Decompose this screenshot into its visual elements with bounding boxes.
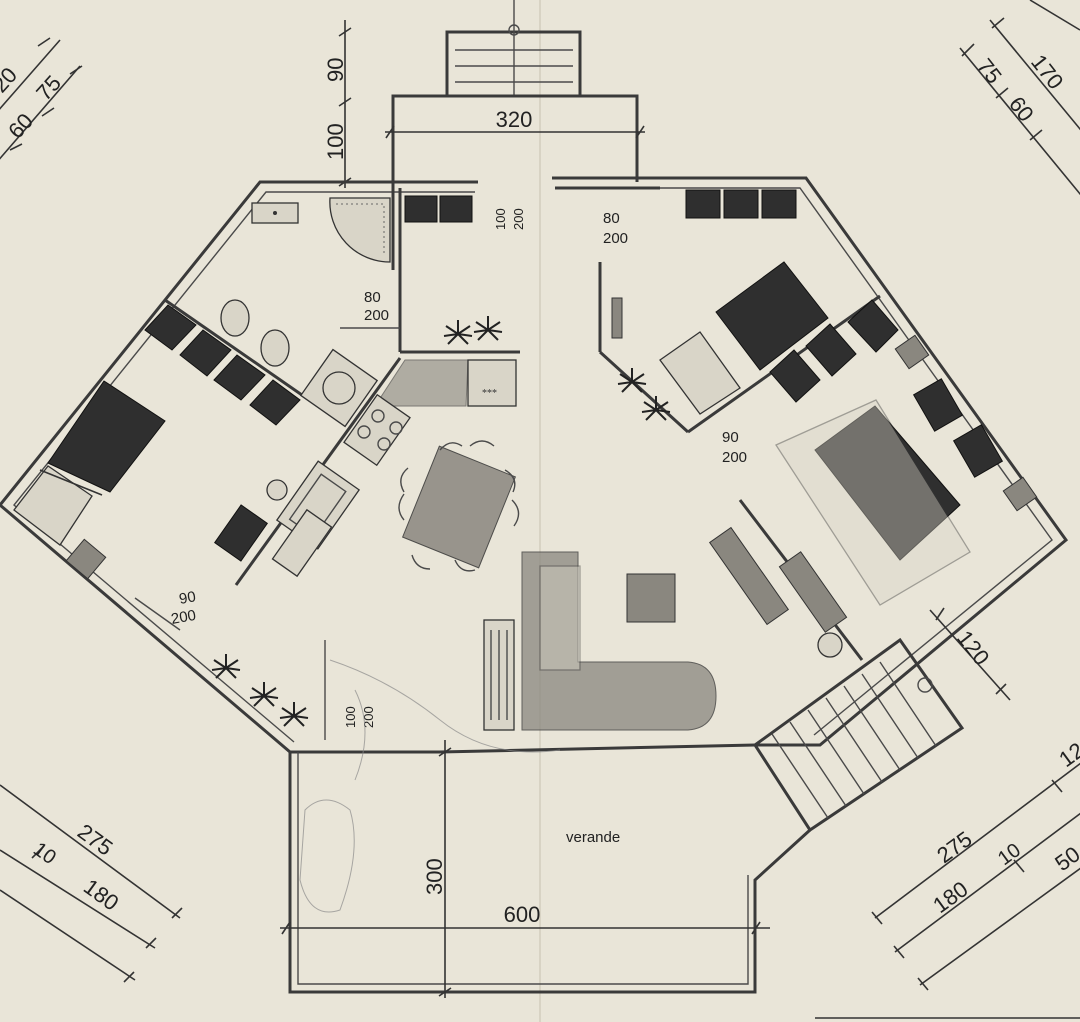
top-vertical-dims: 100 90 bbox=[323, 20, 352, 188]
right-bedroom: 90 200 bbox=[708, 299, 1038, 658]
door-bottom-100: 100 bbox=[343, 706, 358, 728]
door-bath-80: 80 bbox=[364, 289, 381, 306]
top-entrance: 320 bbox=[385, 0, 645, 182]
plant-icon bbox=[211, 316, 671, 727]
right-top-room: 80 200 bbox=[603, 189, 829, 415]
living-room bbox=[483, 551, 717, 731]
dim-90-top: 90 bbox=[323, 58, 348, 82]
door-center-100: 100 bbox=[493, 208, 508, 230]
door-tr-80: 80 bbox=[603, 210, 620, 227]
door-bed-l-90: 90 bbox=[178, 588, 197, 608]
veranda: verande 600 300 bbox=[280, 659, 812, 998]
dim-600: 600 bbox=[504, 902, 541, 927]
door-bath-200: 200 bbox=[364, 307, 389, 324]
door-bed-r-200: 200 bbox=[722, 449, 747, 466]
kitchen: *** bbox=[271, 359, 520, 578]
toilet-icon bbox=[220, 299, 290, 367]
dim-100-top: 100 bbox=[323, 123, 348, 160]
dining-chairs bbox=[398, 440, 520, 572]
door-bed-l-200: 200 bbox=[170, 607, 198, 628]
verande-label: verande bbox=[566, 829, 620, 846]
door-bottom-200: 200 bbox=[361, 706, 376, 728]
stove-icon bbox=[343, 393, 411, 467]
left-bedroom bbox=[13, 304, 301, 580]
shower-icon bbox=[329, 197, 391, 263]
center-door-label: 100 200 bbox=[493, 208, 526, 230]
door-bed-r-90: 90 bbox=[722, 429, 739, 446]
bathroom: 80 200 bbox=[220, 195, 473, 428]
svg-text:***: *** bbox=[482, 388, 497, 399]
dim-300: 300 bbox=[422, 858, 447, 895]
door-center-200: 200 bbox=[511, 208, 526, 230]
building-walls bbox=[0, 176, 1069, 754]
left-bedroom-door: 90 200 bbox=[134, 588, 198, 631]
dim-320: 320 bbox=[496, 107, 533, 132]
door-tr-200: 200 bbox=[603, 230, 628, 247]
